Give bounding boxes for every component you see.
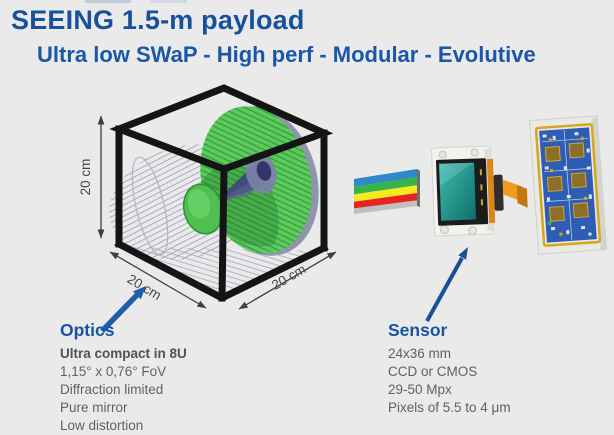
pcb-chips <box>544 142 589 222</box>
slide-title: SEEING 1.5-m payload <box>11 5 305 35</box>
dimension-line-depth-left <box>109 251 207 309</box>
pcb-gold-pads <box>548 136 588 236</box>
sensor-chip-image <box>431 141 528 237</box>
pcb-image <box>528 115 608 255</box>
dimension-line-depth-right <box>238 251 337 310</box>
sensor-pointer-arrow <box>425 247 468 322</box>
secondary-mirror-highlight <box>187 189 211 219</box>
sensor-heading: Sensor <box>388 320 448 340</box>
sensor-spec-line: CCD or CMOS <box>388 364 478 379</box>
slide-subtitle: Ultra low SWaP - High perf - Modular - E… <box>37 42 536 67</box>
optics-cube-figure: 20 cm 20 cm 20 cm <box>78 84 337 310</box>
optics-spec-line: 1,15° x 0,76° FoV <box>60 364 167 379</box>
primary-center-core <box>256 161 272 181</box>
sensor-spec-line: 29-50 Mpx <box>388 382 452 397</box>
optics-heading: Optics <box>60 320 115 340</box>
optics-pointer-arrow <box>100 286 146 333</box>
optics-spec-line: Pure mirror <box>60 400 128 415</box>
optics-spec-line: Diffraction limited <box>60 382 164 397</box>
optics-spec-line: Ultra compact in 8U <box>60 346 187 361</box>
sensor-annotation: Sensor 24x36 mm CCD or CMOS 29-50 Mpx Pi… <box>388 320 511 417</box>
dimension-label-height: 20 cm <box>78 159 93 196</box>
top-edge-clipped-text <box>85 0 187 3</box>
optics-annotation: Optics Ultra compact in 8U 1,15° x 0,76°… <box>60 320 187 435</box>
optics-spec-line: Low distortion <box>60 418 144 433</box>
sensor-spec-line: Pixels of 5.5 to 4 μm <box>388 400 511 415</box>
color-filter-image <box>354 169 420 214</box>
pcb-components <box>542 132 592 236</box>
sensor-spec-line: 24x36 mm <box>388 346 452 361</box>
